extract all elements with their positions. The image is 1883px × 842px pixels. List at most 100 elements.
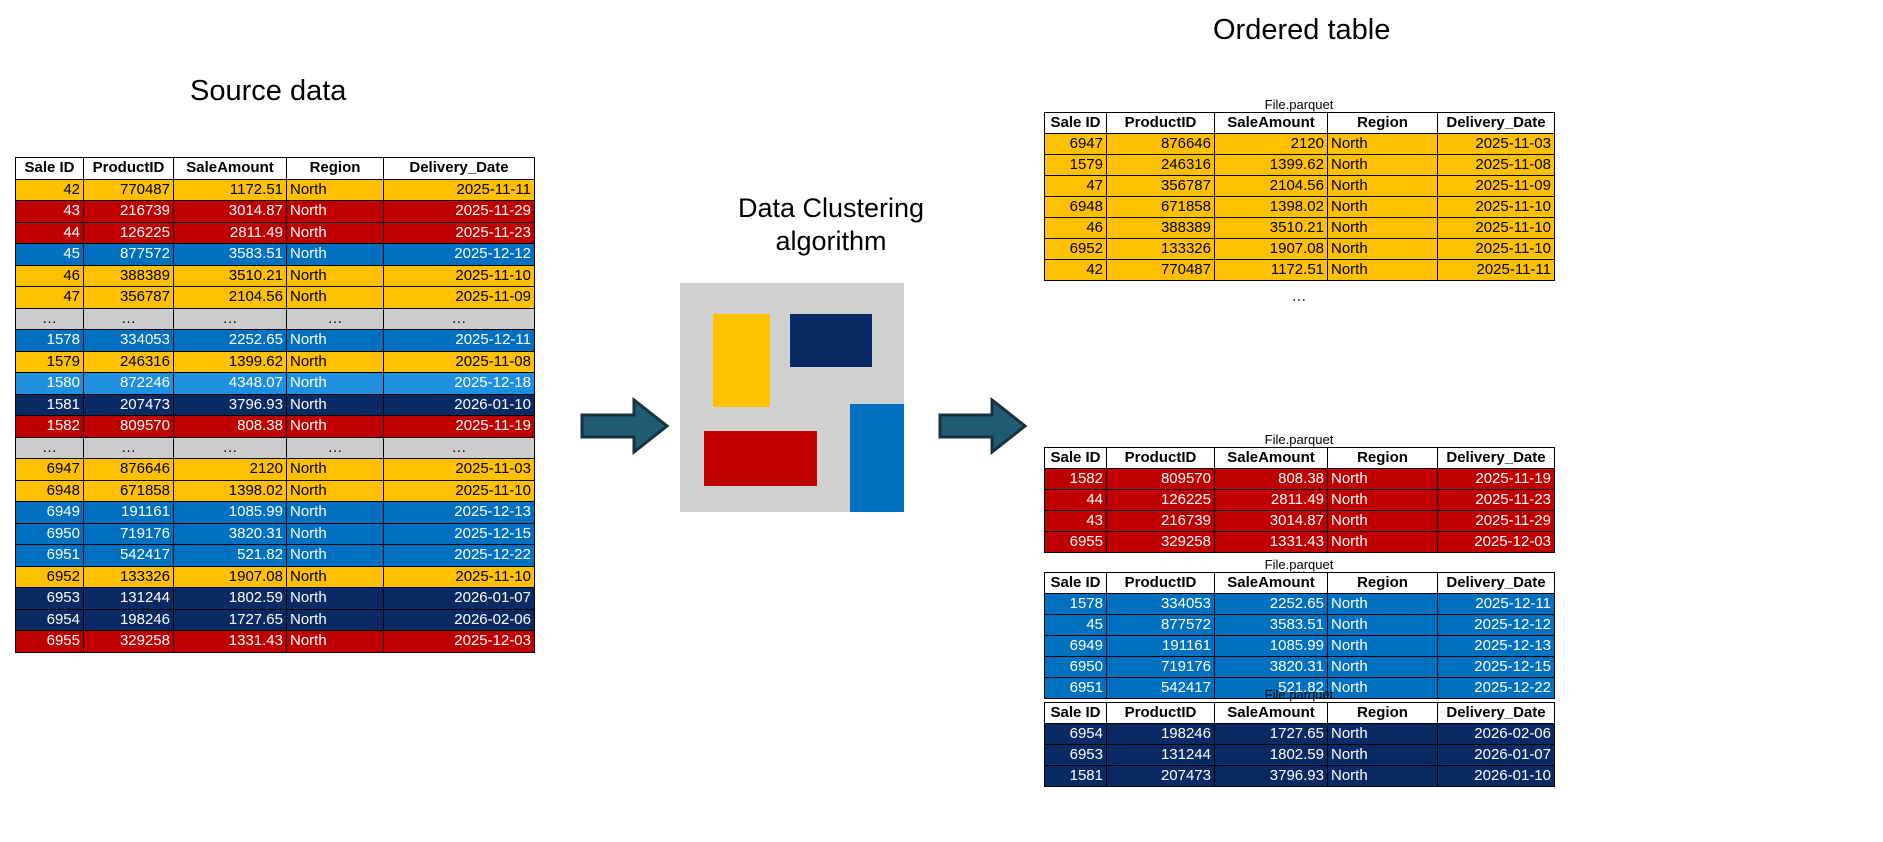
cell-product-id: 216739: [83, 200, 174, 223]
column-header-delivery-date: Delivery_Date: [383, 157, 535, 180]
cell-delivery-date: 2025-12-12: [383, 243, 535, 266]
cell-region: North: [1327, 723, 1438, 745]
cell-sale-id: 45: [1044, 614, 1107, 636]
cell-delivery-date: 2025-12-03: [1437, 531, 1555, 553]
file-label: File.parquet: [1264, 687, 1334, 702]
cell-sale-id: 6953: [15, 587, 84, 610]
cell-sale-id: 6951: [15, 544, 84, 567]
cell-product-id: 191161: [83, 501, 174, 524]
cell-sale-id: 1580: [15, 372, 84, 395]
cell-sale-id: 6954: [1044, 723, 1107, 745]
cell-product-id: 191161: [1106, 635, 1215, 657]
cell-sale-amount: 3014.87: [1214, 510, 1328, 532]
cell-product-id: 872246: [83, 372, 174, 395]
cell-delivery-date: 2025-11-08: [383, 350, 535, 373]
cell-sale-id: 43: [15, 200, 84, 223]
cell-product-id: 334053: [83, 329, 174, 352]
cell-product-id: 542417: [1106, 677, 1215, 699]
cell-region: North: [286, 608, 384, 631]
cell-sale-id: 46: [15, 264, 84, 287]
cell-region: North: [1327, 593, 1438, 615]
cell-sale-id: 1578: [1044, 593, 1107, 615]
cell-region: …: [286, 436, 384, 459]
clustering-algorithm-panel: [680, 283, 904, 512]
cell-product-id: 207473: [83, 393, 174, 416]
algorithm-title-line2: algorithm: [775, 226, 887, 256]
cell-product-id: 207473: [1106, 765, 1215, 787]
column-header-product-id: ProductID: [1106, 447, 1215, 469]
cell-sale-id: …: [15, 436, 84, 459]
cell-sale-amount: 3796.93: [1214, 765, 1328, 787]
cell-product-id: 770487: [83, 178, 174, 201]
arrow-right-icon-left: [580, 397, 670, 455]
cell-delivery-date: 2025-11-11: [1437, 259, 1555, 281]
cell-delivery-date: …: [383, 307, 535, 330]
cell-sale-id: 6948: [1044, 196, 1107, 218]
cell-delivery-date: 2025-11-29: [383, 200, 535, 223]
cell-region: North: [1327, 744, 1438, 766]
cell-product-id: 770487: [1106, 259, 1215, 281]
cell-delivery-date: 2025-11-10: [1437, 217, 1555, 239]
source-data-table: Sale ID ProductID SaleAmount Region Deli…: [15, 157, 535, 653]
cell-delivery-date: 2026-02-06: [383, 608, 535, 631]
cell-sale-id: 45: [15, 243, 84, 266]
cell-sale-amount: 4348.07: [173, 372, 287, 395]
cell-region: North: [1327, 196, 1438, 218]
cell-delivery-date: 2026-01-07: [1437, 744, 1555, 766]
cell-region: North: [286, 479, 384, 502]
cell-delivery-date: 2025-11-11: [383, 178, 535, 201]
cell-delivery-date: 2025-11-10: [383, 479, 535, 502]
table-row: ……………: [15, 436, 535, 459]
cell-sale-amount: 2104.56: [173, 286, 287, 309]
file-label: File.parquet: [1264, 557, 1334, 572]
cell-product-id: 388389: [1106, 217, 1215, 239]
file-label: File.parquet: [1264, 97, 1334, 112]
cell-region: North: [286, 329, 384, 352]
cell-sale-id: 42: [15, 178, 84, 201]
cell-product-id: 329258: [1106, 531, 1215, 553]
cell-product-id: 876646: [83, 458, 174, 481]
cell-sale-id: 6955: [15, 630, 84, 653]
cell-region: North: [1327, 635, 1438, 657]
column-header-delivery-date: Delivery_Date: [1437, 572, 1555, 594]
cell-region: North: [1327, 531, 1438, 553]
cell-product-id: 334053: [1106, 593, 1215, 615]
cell-delivery-date: 2025-12-22: [1437, 677, 1555, 699]
cell-sale-amount: 1085.99: [173, 501, 287, 524]
cell-sale-id: 6955: [1044, 531, 1107, 553]
cell-delivery-date: 2025-12-15: [383, 522, 535, 545]
cell-product-id: 542417: [83, 544, 174, 567]
cell-sale-id: 6948: [15, 479, 84, 502]
column-header-sale-id: Sale ID: [15, 157, 84, 180]
cell-region: North: [286, 544, 384, 567]
cell-sale-amount: 3583.51: [1214, 614, 1328, 636]
ellipsis-separator: …: [1291, 288, 1307, 305]
cell-region: North: [1327, 468, 1438, 490]
cell-sale-amount: …: [173, 436, 287, 459]
cell-delivery-date: 2025-11-23: [1437, 489, 1555, 511]
column-header-region: Region: [286, 157, 384, 180]
cell-sale-id: 1579: [15, 350, 84, 373]
algorithm-title-line1: Data Clustering: [737, 193, 925, 223]
cell-region: North: [286, 565, 384, 588]
cell-sale-amount: 808.38: [1214, 468, 1328, 490]
cell-sale-id: 6952: [15, 565, 84, 588]
arrow-right-icon-right: [938, 397, 1028, 455]
cell-sale-amount: 1085.99: [1214, 635, 1328, 657]
